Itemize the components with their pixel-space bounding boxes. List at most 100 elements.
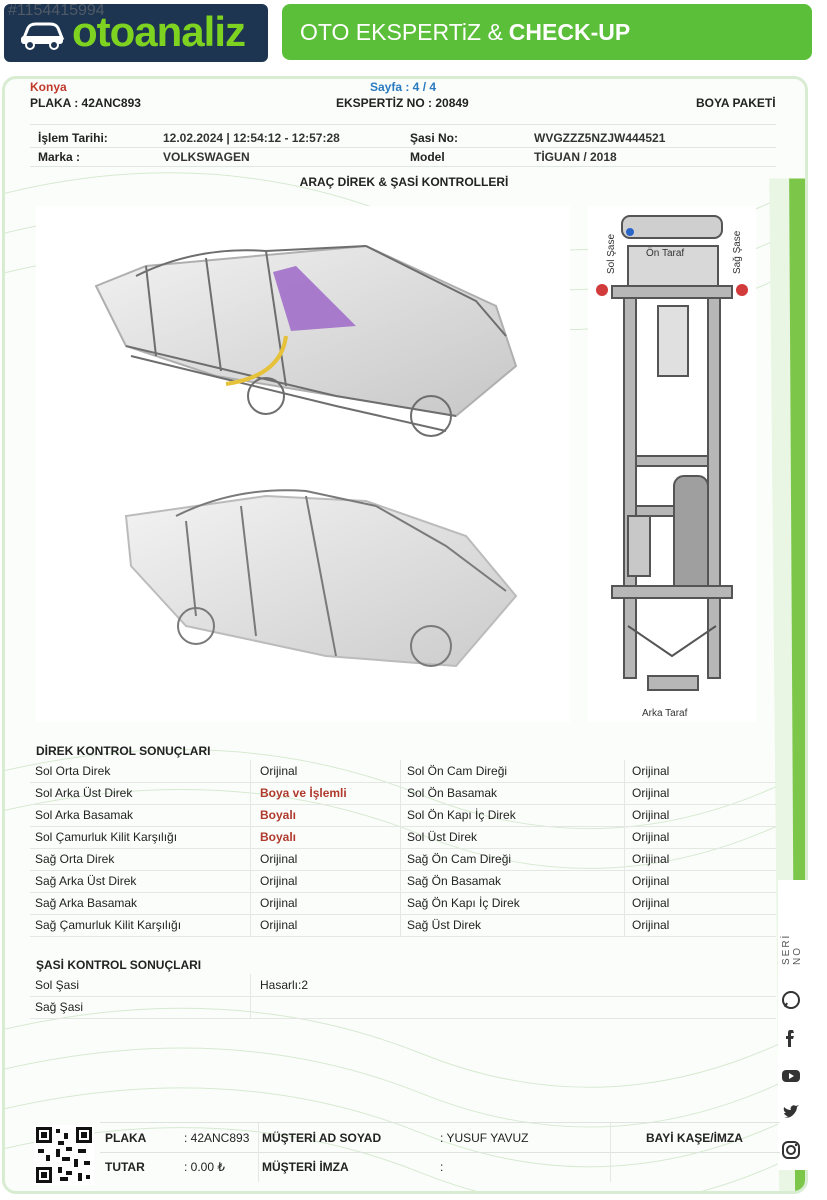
table-row: Sağ Orta Direk Orijinal Sağ Ön Cam Direği O… [30, 848, 776, 871]
header-banner: OTO EKSPERTiZ & CHECK-UP [282, 4, 812, 60]
pillar-status: Orijinal [260, 852, 298, 866]
instagram-icon[interactable] [781, 1140, 801, 1160]
twitter-icon[interactable] [781, 1102, 801, 1122]
pillar-name: Sağ Arka Üst Direk [35, 874, 137, 888]
watermark-id: #1154415994 [8, 2, 105, 19]
page-indicator: Sayfa : 4 / 4 [370, 80, 437, 94]
brand-value: VOLKSWAGEN [163, 150, 250, 164]
table-row: Sağ Arka Üst Direk Orijinal Sağ Ön Basamak… [30, 870, 776, 893]
serial-number-label: SERİ NO [781, 933, 803, 965]
divider [30, 147, 776, 148]
column-divider [250, 974, 251, 1018]
pillar-name: Sağ Ön Cam Direği [407, 852, 512, 866]
youtube-icon[interactable] [781, 1066, 801, 1086]
highlight-sill [225, 335, 288, 386]
car-body-illustration [94, 244, 518, 668]
banner-text-right: CHECK-UP [508, 18, 631, 45]
footer-plate-label: PLAKA [105, 1131, 147, 1145]
pillar-name: Sol Ön Cam Direği [407, 764, 508, 778]
plate-header: PLAKA : 42ANC893 [30, 96, 141, 110]
chassis-no-value: WVGZZZ5NZJW444521 [534, 131, 666, 145]
divider [30, 166, 776, 167]
rear-side-label: Arka Taraf [642, 708, 688, 719]
pillar-status: Orijinal [632, 786, 670, 800]
divider [30, 124, 776, 125]
column-divider [610, 1122, 611, 1182]
pillar-status: Orijinal [260, 918, 298, 932]
pillar-status: Orijinal [260, 896, 298, 910]
pillar-status: Orijinal [632, 896, 670, 910]
pillar-name: Sağ Üst Direk [407, 918, 482, 932]
column-divider [258, 1122, 259, 1182]
facebook-icon[interactable] [781, 1028, 801, 1048]
package-name: BOYA PAKETİ [696, 96, 776, 110]
pillar-status: Orijinal [632, 918, 670, 932]
pillar-table-title: DİREK KONTROL SONUÇLARI [36, 744, 211, 758]
qr-code [34, 1125, 94, 1185]
brand-label: Marka : [38, 150, 81, 164]
customer-name-label: MÜŞTERİ AD SOYAD [262, 1131, 382, 1145]
total-value: : 0.00 ₺ [184, 1160, 225, 1174]
table-row: Sol Orta Direk Orijinal Sol Ön Cam Direği O… [30, 760, 776, 783]
table-row: Sağ Arka Basamak Orijinal Sağ Ön Kapı İç D… [30, 892, 776, 915]
social-sidebar [778, 880, 808, 1170]
logo-text: otoanaliz [72, 8, 246, 55]
total-label: TUTAR [105, 1160, 145, 1174]
whatsapp-icon[interactable] [781, 990, 801, 1010]
pillar-status: Orijinal [632, 852, 670, 866]
pillar-name: Sol Üst Direk [407, 830, 478, 844]
chassis-part-name: Sağ Şasi [35, 1000, 84, 1014]
chassis-diagram: Ön Taraf Arka Taraf Sol Şase Sağ Şase [588, 206, 756, 722]
pillar-status: Orijinal [632, 830, 670, 844]
car-lower-view [124, 489, 518, 668]
column-divider [400, 760, 401, 936]
pillar-name: Sağ Çamurluk Kilit Karşılığı [35, 918, 182, 932]
pillar-status: Boyalı [260, 808, 297, 822]
chassis-part-status: Hasarlı:2 [260, 978, 309, 992]
car-upper-view [94, 244, 518, 437]
column-divider [250, 760, 251, 936]
highlight-rear-pillar [273, 266, 356, 331]
chassis-illustration: Ön Taraf Arka Taraf Sol Şase Sağ Şase [596, 215, 748, 719]
pillar-status: Orijinal [632, 874, 670, 888]
pillar-name: Sol Orta Direk [35, 764, 111, 778]
column-divider [624, 760, 625, 936]
chassis-part-name: Sol Şasi [35, 978, 80, 992]
table-row: Sol Şasi Hasarlı:2 [30, 974, 776, 997]
front-side-label: Ön Taraf [646, 247, 684, 259]
pillar-name: Sol Ön Kapı İç Direk [407, 808, 516, 822]
dealer-stamp-label: BAYİ KAŞE/İMZA [646, 1131, 743, 1145]
pillar-name: Sağ Orta Direk [35, 852, 115, 866]
pillar-status: Orijinal [632, 808, 670, 822]
customer-signature-value: : [440, 1160, 444, 1174]
pillar-status: Orijinal [260, 874, 298, 888]
date-label: İşlem Tarihi: [38, 131, 108, 145]
left-chassis-label: Sol Şase [606, 234, 617, 274]
section-title: ARAÇ DİREK & ŞASİ KONTROLLERİ [299, 175, 509, 189]
car-logo-icon [21, 22, 65, 50]
pillar-name: Sol Arka Üst Direk [35, 786, 133, 800]
city-label: Konya [30, 80, 67, 94]
divider [100, 1122, 780, 1123]
pillar-status: Boya ve İşlemli [260, 786, 347, 800]
pillar-name: Sağ Ön Kapı İç Direk [407, 896, 520, 910]
customer-signature-label: MÜŞTERİ İMZA [262, 1160, 349, 1174]
table-row: Sağ Şasi [30, 996, 776, 1019]
chassis-table-title: ŞASİ KONTROL SONUÇLARI [36, 958, 202, 972]
chassis-no-label: Şasi No: [410, 131, 459, 145]
model-value: TİGUAN / 2018 [534, 150, 617, 164]
brand-logo: otoanaliz [4, 4, 268, 62]
footer-plate-value: : 42ANC893 [184, 1131, 250, 1145]
divider [100, 1152, 780, 1153]
pillar-status: Orijinal [632, 764, 670, 778]
pillar-name: Sağ Ön Basamak [407, 874, 502, 888]
table-row: Sağ Çamurluk Kilit Karşılığı Orijinal Sağ … [30, 914, 776, 937]
banner-text-left: OTO EKSPERTiZ & [300, 18, 503, 45]
right-chassis-label: Sağ Şase [732, 230, 743, 274]
pillar-name: Sağ Arka Basamak [35, 896, 138, 910]
car-body-diagram [36, 206, 570, 722]
pillar-status: Orijinal [260, 764, 298, 778]
